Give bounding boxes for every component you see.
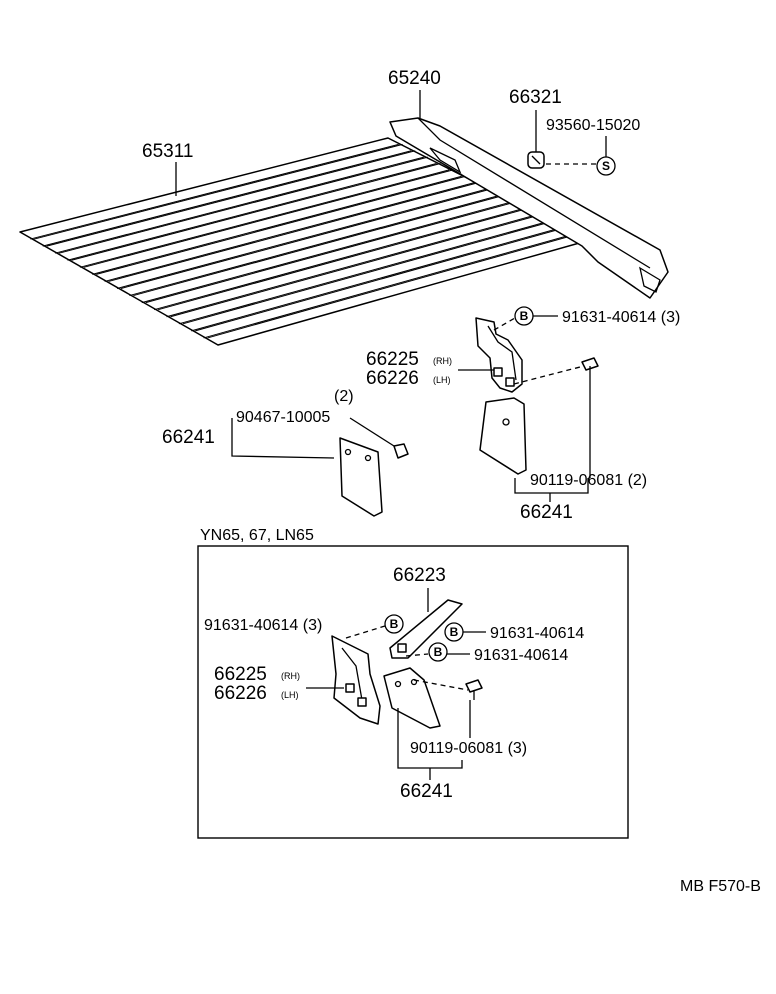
label-66225-top: 66225: [366, 349, 419, 370]
label-rh-top: (RH): [433, 356, 452, 366]
s-symbol-icon: S: [596, 156, 616, 176]
svg-text:S: S: [602, 159, 610, 173]
b-symbol-icon-inset-1: B: [384, 614, 404, 634]
label-lh-inset: (LH): [281, 690, 299, 700]
floor-rib-line: [54, 156, 425, 254]
label-91631-40614-3-inset: 91631-40614 (3): [204, 617, 322, 634]
floor-rib-line: [182, 220, 555, 325]
hinge-bracket-inset: [331, 635, 381, 725]
floor-rib-line: [157, 207, 530, 311]
inset-frame: [197, 545, 629, 839]
label-91631-40614-3-top: 91631-40614 (3): [562, 309, 680, 326]
floor-rib-line: [67, 163, 437, 261]
clip-screw-icon: [393, 443, 409, 459]
floor-rib-line: [195, 226, 567, 332]
label-91631-40614-a: 91631-40614: [490, 625, 584, 642]
diagram-code: MB F570-B: [680, 878, 761, 895]
label-66321: 66321: [509, 87, 562, 108]
label-66226-top: 66226: [366, 368, 419, 389]
floor-rib-line: [58, 156, 429, 254]
bolt-icon: [581, 357, 599, 376]
front-cross-member: [389, 117, 669, 299]
floor-rib-line: [170, 214, 542, 318]
floor-rib-line: [71, 163, 441, 261]
mud-flap-left: [339, 437, 383, 517]
hinge-bracket-upper: [475, 317, 523, 393]
label-90467-10005: 90467-10005: [236, 409, 330, 426]
label-66241-left: 66241: [162, 427, 215, 448]
label-65311: 65311: [142, 141, 193, 162]
floor-rib-line: [166, 214, 538, 318]
label-66223: 66223: [393, 565, 446, 586]
floor-rib-line: [141, 201, 513, 304]
floor-rib-line: [203, 233, 576, 339]
floor-rib-line: [116, 188, 488, 289]
b-symbol-icon-inset-3: B: [428, 642, 448, 662]
floor-rib-line: [108, 182, 479, 282]
floor-rib-line: [120, 188, 492, 289]
floor-rib-line: [96, 175, 466, 275]
label-91631-40614-b: 91631-40614: [474, 647, 568, 664]
svg-text:B: B: [520, 309, 529, 323]
label-90119-06081-3: 90119-06081 (3): [410, 740, 527, 757]
svg-text:B: B: [450, 625, 459, 639]
clip-part: [527, 151, 545, 169]
floor-rib-line: [153, 207, 526, 311]
floor-rib-line: [42, 150, 412, 247]
mud-flap-inset: [383, 667, 441, 729]
inset-title: YN65, 67, LN65: [200, 527, 314, 544]
label-66241-right: 66241: [520, 502, 573, 523]
floor-rib-line: [191, 226, 563, 332]
label-65240: 65240: [388, 68, 441, 89]
stay-bracket: [389, 599, 463, 659]
floor-rib-line: [79, 169, 450, 268]
bolt-icon-inset: [465, 679, 483, 700]
floor-rib-line: [129, 194, 500, 297]
b-symbol-icon-inset-2: B: [444, 622, 464, 642]
floor-rib-line: [30, 143, 399, 240]
floor-rib-line: [46, 150, 416, 247]
floor-rib-line: [133, 194, 504, 297]
floor-rib-line: [178, 220, 551, 325]
floor-rib-line: [207, 233, 580, 339]
b-symbol-icon: B: [514, 306, 534, 326]
floor-rib-line: [83, 169, 454, 268]
label-93560-15020: 93560-15020: [546, 117, 640, 134]
floor-rib-line: [145, 201, 517, 304]
svg-text:B: B: [390, 617, 399, 631]
mud-flap-right: [479, 397, 527, 475]
svg-text:B: B: [434, 645, 443, 659]
floor-rib-line: [34, 143, 403, 240]
label-66225-inset: 66225: [214, 664, 267, 685]
bed-floor-panel: [19, 137, 591, 346]
label-66241-inset: 66241: [400, 781, 453, 802]
label-66226-inset: 66226: [214, 683, 267, 704]
label-qty-2: (2): [334, 388, 354, 405]
label-lh-top: (LH): [433, 375, 451, 385]
floor-rib-line: [104, 182, 475, 282]
floor-rib-line: [92, 175, 462, 275]
label-rh-inset: (RH): [281, 671, 300, 681]
